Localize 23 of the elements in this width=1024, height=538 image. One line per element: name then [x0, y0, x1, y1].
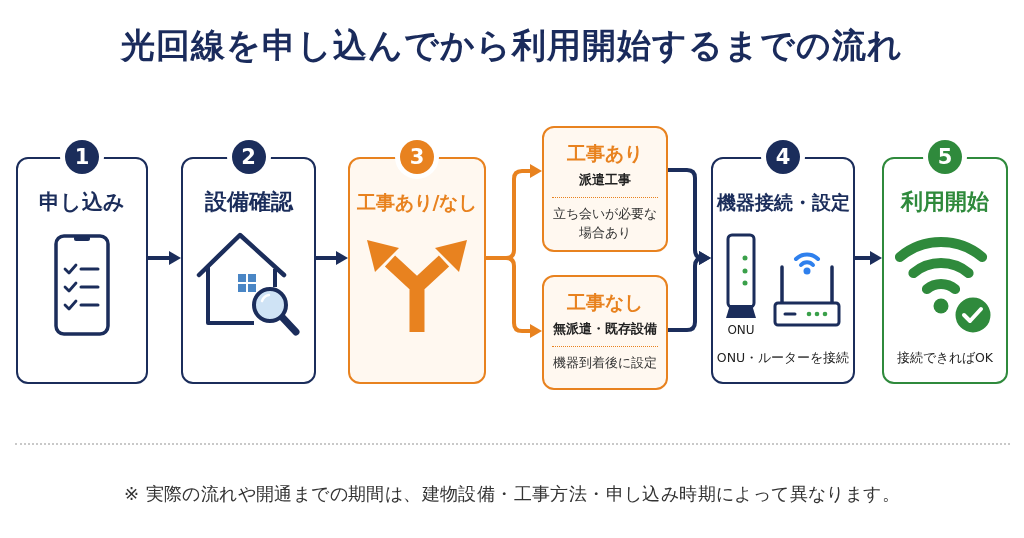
- step-title: 工事あり/なし: [356, 190, 478, 215]
- branch-card: [542, 275, 668, 390]
- step-caption: ONU・ルーターを接続: [716, 349, 850, 367]
- flow-arrow: [855, 251, 882, 265]
- step-title: 設備確認: [204, 189, 293, 215]
- branch-subtitle: 無派遣・既存設備: [553, 320, 657, 338]
- flow-arrow: [316, 251, 348, 265]
- flow-arrow: [486, 256, 542, 338]
- device-label: ONU: [727, 323, 755, 337]
- branch-note: 立ち会いが必要な場合あり: [553, 205, 657, 242]
- step-title: 申し込み: [39, 189, 125, 215]
- branch-subtitle: 派遣工事: [579, 171, 631, 189]
- branch-title: 工事あり: [567, 141, 643, 166]
- step-title: 利用開始: [901, 189, 989, 215]
- branch-note: 機器到着後に設定: [553, 354, 657, 372]
- footnote: ※ 実際の流れや開通までの期間は、建物設備・工事方法・申し込み時期によって異なります。: [124, 482, 900, 506]
- flow-arrow: [668, 251, 711, 332]
- flow-arrow: [148, 251, 181, 265]
- branch-title: 工事なし: [567, 290, 643, 315]
- diagram-title: 光回線を申し込んでから利用開始するまでの流れ: [121, 24, 903, 67]
- step-title: 機器接続・設定: [716, 190, 850, 215]
- step-caption: 接続できればOK: [896, 349, 993, 367]
- branch-card: [542, 126, 668, 252]
